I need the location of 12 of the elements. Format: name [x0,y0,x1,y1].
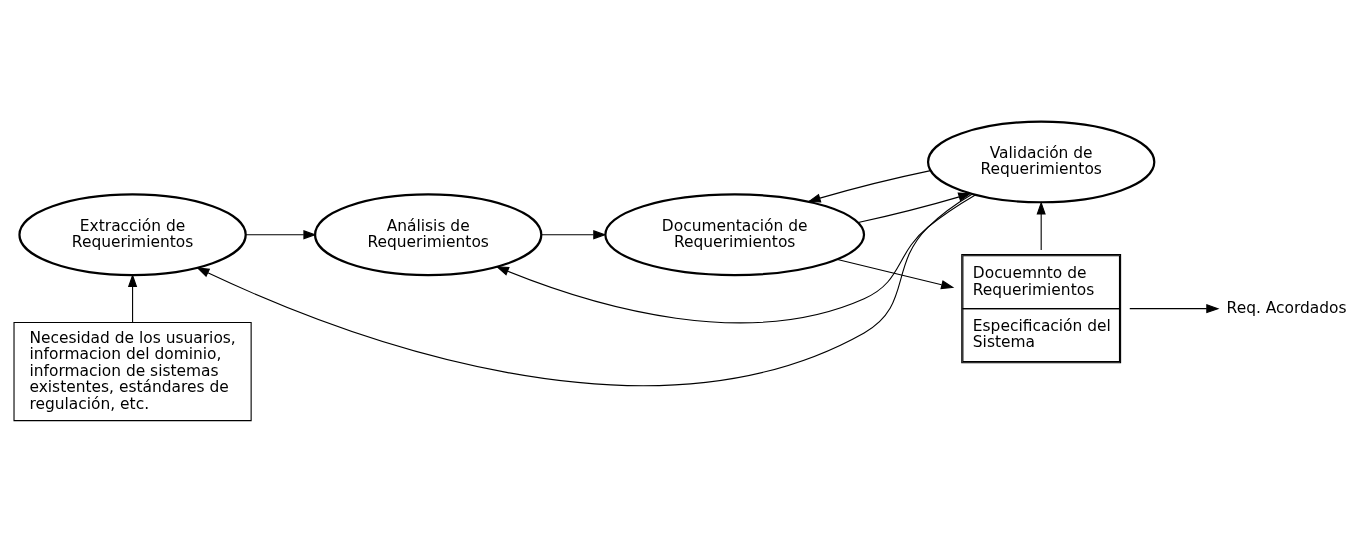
arrow [807,169,932,203]
arrow [245,229,317,239]
arrow [196,193,973,386]
arrow [540,229,607,239]
arrow [1129,303,1220,313]
arrow [495,193,976,323]
node-text: Req. Acordados [1226,298,1347,317]
arrow [837,258,955,289]
arrow [857,192,972,223]
arrow [1036,200,1046,250]
node-box: Necesidad de los usuarios, informacion del dominio, informacion de sistemas existentes, estándares de regulación, etc. [13,321,252,421]
arrow [127,273,138,323]
